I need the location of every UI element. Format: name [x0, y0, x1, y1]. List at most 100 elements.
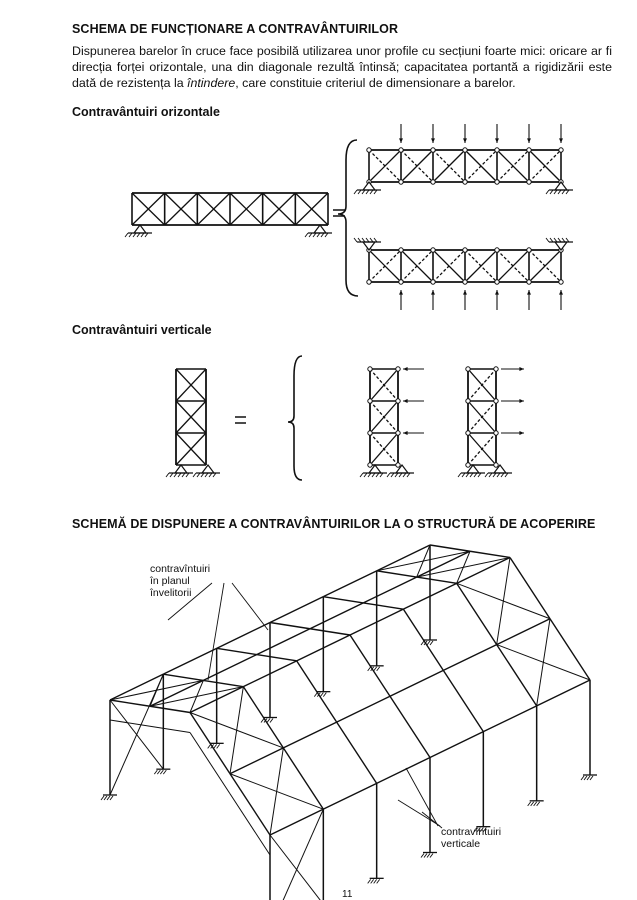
- roof-purlin: [269, 808, 324, 836]
- load-arrow-head: [463, 138, 467, 143]
- ground-hatch: [473, 472, 478, 478]
- ground-hatch: [394, 472, 399, 478]
- load-arrow-head: [463, 290, 467, 295]
- truss-diagonal: [432, 149, 466, 183]
- truss-diagonal: [131, 192, 166, 226]
- roof-rafter: [229, 773, 271, 836]
- truss-node: [430, 279, 436, 285]
- roof-rafter: [203, 679, 244, 688]
- roof-rafter: [323, 595, 364, 604]
- load-arrow-head: [519, 367, 524, 371]
- ground-hatch: [353, 189, 358, 195]
- roof-rafter: [456, 582, 498, 645]
- roof-bracing: [416, 544, 431, 578]
- load-arrow-head: [519, 399, 524, 403]
- ground-hatch: [373, 189, 378, 195]
- roof-bracing: [536, 618, 551, 706]
- truss-node: [558, 279, 564, 285]
- ground-hatch: [365, 237, 370, 243]
- roof-rafter: [496, 644, 538, 707]
- ground-hatch: [398, 472, 403, 478]
- roof-purlin: [443, 643, 497, 672]
- ground-hatch: [406, 472, 411, 478]
- ground-hatch: [369, 189, 374, 195]
- ground-hatch: [426, 853, 431, 858]
- ground-hatch: [553, 237, 558, 243]
- ground-hatch: [319, 692, 324, 697]
- label-vertical-line1: contravîntuiri: [441, 826, 502, 838]
- load-arrow-head: [495, 290, 499, 295]
- truss-node: [462, 279, 468, 285]
- truss-diagonal: [175, 400, 207, 434]
- truss-node: [493, 462, 499, 468]
- ground-hatch: [316, 232, 321, 238]
- ground-hatch: [423, 640, 428, 646]
- ground-hatch: [533, 801, 538, 807]
- curly-brace: [287, 355, 303, 481]
- truss-diagonal: [464, 149, 498, 183]
- ground-hatch: [204, 472, 209, 478]
- roof-purlin: [496, 618, 551, 646]
- load-arrow-head: [403, 399, 408, 403]
- truss-node: [398, 179, 404, 185]
- truss-node: [367, 462, 373, 468]
- truss-node: [465, 398, 471, 404]
- truss-diagonal: [175, 432, 207, 466]
- ground-hatch: [530, 801, 535, 807]
- ground-hatch: [565, 237, 570, 243]
- roof-rafter: [269, 621, 311, 630]
- truss-node: [526, 247, 532, 253]
- ground-hatch: [359, 472, 364, 478]
- truss-node: [494, 279, 500, 285]
- ground-hatch: [109, 795, 114, 801]
- truss-node: [493, 430, 499, 436]
- load-arrow-head: [431, 138, 435, 143]
- roof-purlin: [283, 721, 337, 749]
- ground-hatch: [361, 189, 366, 195]
- label-roof-line1: contravîntuiri: [150, 563, 211, 575]
- ground-hatch: [583, 775, 588, 781]
- load-arrow-head: [559, 290, 563, 295]
- truss-node: [398, 279, 404, 285]
- truss-diagonal: [368, 249, 402, 283]
- ground-hatch: [580, 775, 585, 781]
- ground-hatch: [370, 879, 375, 884]
- truss-node: [526, 179, 532, 185]
- ground-hatch: [308, 232, 313, 238]
- leader-line: [405, 767, 439, 827]
- ground-hatch: [488, 472, 493, 478]
- ground-hatch: [386, 472, 391, 478]
- paragraph-emphasis: întindere: [187, 76, 236, 90]
- ground-hatch: [207, 744, 212, 749]
- ground-hatch: [320, 232, 325, 238]
- truss-node: [465, 430, 471, 436]
- ground-hatch: [103, 795, 108, 801]
- roof-rafter: [429, 544, 471, 552]
- ground-hatch: [420, 640, 425, 646]
- truss-diagonal: [528, 249, 562, 283]
- ground-hatch: [376, 879, 381, 884]
- truss-node: [395, 462, 401, 468]
- truss-diagonal: [368, 149, 402, 183]
- load-arrow-head: [519, 431, 524, 435]
- vertical-bracing-diagram: [165, 355, 524, 481]
- ground-hatch: [373, 879, 378, 884]
- page-number: 11: [342, 889, 353, 900]
- truss-node: [395, 398, 401, 404]
- truss-node: [493, 398, 499, 404]
- ground-hatch: [553, 189, 558, 195]
- ground-hatch: [159, 769, 164, 775]
- section-horizontal-heading: Contravântuiri orizontale: [72, 105, 220, 119]
- ground-hatch: [304, 232, 309, 238]
- ground-hatch: [477, 472, 482, 478]
- truss-diagonal: [400, 249, 434, 283]
- ground-hatch: [156, 769, 161, 775]
- roof-bracing: [456, 551, 471, 584]
- truss-node: [493, 366, 499, 372]
- truss-diagonal: [528, 149, 562, 183]
- roof-rafter: [163, 673, 204, 682]
- ground-hatch: [316, 692, 321, 697]
- ground-hatch: [192, 472, 197, 478]
- ground-hatch: [365, 189, 370, 195]
- load-arrow-head: [495, 138, 499, 143]
